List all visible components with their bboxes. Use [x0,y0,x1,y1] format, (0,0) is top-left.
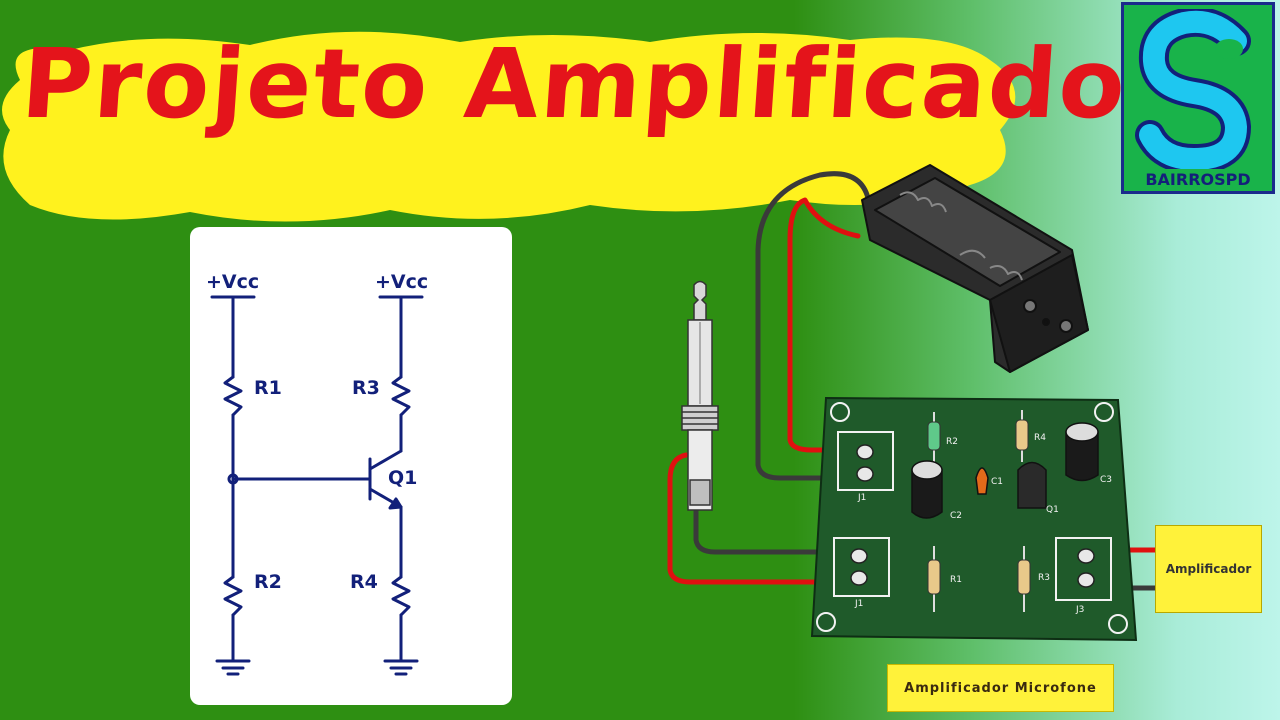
r2-label: R2 [254,571,282,593]
vcc-left-label: +Vcc [206,271,260,293]
caption-label: Amplificador Microfone [904,680,1097,696]
pcb-c2-label: C2 [950,511,962,521]
logo-label: BAIRROSPD [1145,170,1251,189]
battery-black-wire [755,171,871,481]
pcb-c3-label: C3 [1100,475,1112,485]
vcc-right-label: +Vcc [375,271,429,293]
audio-jack [681,280,719,511]
channel-logo: BAIRROSPD [1121,2,1275,194]
title-highlight [2,31,1016,222]
pcb-j1-bottom-label: J1 [854,599,863,609]
r3-label: R3 [352,377,380,399]
r1-label: R1 [254,377,282,399]
battery-holder [861,164,1089,373]
pcb-r3-label: R3 [1038,573,1050,583]
logo-s-icon [1135,9,1252,169]
battery-red-wire [787,197,863,453]
pcb-j1-top-label: J1 [857,493,866,503]
pcb-board [810,396,1138,642]
schematic-panel: +Vcc +Vcc R1 R2 R3 R4 Q1 [190,227,512,705]
amplifier-output-box: Amplificador [1155,525,1262,613]
schematic-circuit [210,295,424,676]
jack-black-wire [693,502,863,555]
caption-box: Amplificador Microfone [887,664,1114,712]
pcb-r2-label: R2 [946,437,958,447]
q1-label: Q1 [388,467,418,489]
pcb-q1-label: Q1 [1046,505,1059,515]
pcb-j3-label: J3 [1075,605,1084,615]
pcb-c1-label: C1 [991,477,1003,487]
pcb-r1-label: R1 [950,575,962,585]
amplifier-output-label: Amplificador [1165,562,1252,576]
pcb-r4-label: R4 [1034,433,1046,443]
r4-label: R4 [350,571,378,593]
jack-red-wire [667,452,863,585]
